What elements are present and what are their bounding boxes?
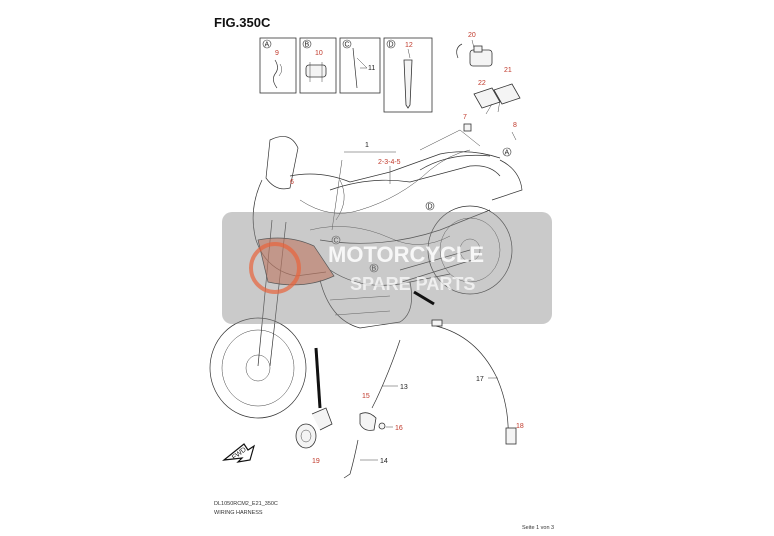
inset-a-number: 9 xyxy=(275,50,279,57)
body-markers: C B D xyxy=(331,201,435,273)
ground-wire-14: 14 xyxy=(343,439,388,479)
callout-7: 7 xyxy=(463,114,467,121)
inset-a-letter: A xyxy=(265,42,270,49)
callout-19: 19 xyxy=(312,458,320,465)
connector-group-top-right: 20 22 21 7 8 A xyxy=(456,32,521,157)
callout-17: 17 xyxy=(476,376,484,383)
inset-d-number: 12 xyxy=(405,42,413,49)
marker-b: B xyxy=(372,266,377,273)
inset-c: C 11 xyxy=(339,37,381,94)
inset-b-letter: B xyxy=(305,42,310,49)
callout-22: 22 xyxy=(478,80,486,87)
callout-6: 6 xyxy=(290,179,294,186)
inset-d: D 12 xyxy=(383,37,433,113)
watermark: MOTORCYCLE SPARE PARTS xyxy=(222,212,552,324)
inset-b: B 10 xyxy=(299,37,337,94)
callout-21: 21 xyxy=(504,67,512,74)
watermark-line2: SPARE PARTS xyxy=(350,274,475,294)
fwd-arrow-icon: FWD xyxy=(222,443,256,463)
figure-title: FIG.350C xyxy=(214,15,271,30)
callout-18: 18 xyxy=(516,423,524,430)
marker-c: C xyxy=(334,238,339,245)
harness-17: 17 18 xyxy=(431,319,524,445)
callout-15: 15 xyxy=(362,393,370,400)
inset-c-letter: C xyxy=(345,42,350,49)
marker-a: A xyxy=(505,150,510,157)
harness-13: 13 15 16 xyxy=(359,339,408,432)
horn-19: 19 xyxy=(295,347,333,465)
callout-16: 16 xyxy=(395,425,403,432)
callout-13: 13 xyxy=(400,384,408,391)
marker-d: D xyxy=(428,204,433,211)
figure-caption: WIRING HARNESS xyxy=(214,510,263,516)
inset-c-number: 11 xyxy=(368,65,375,72)
callout-14: 14 xyxy=(380,458,388,465)
page-indicator: Seite 1 von 3 xyxy=(522,525,554,531)
callout-8: 8 xyxy=(513,122,517,129)
inset-b-number: 10 xyxy=(315,50,323,57)
watermark-line1: MOTORCYCLE xyxy=(328,242,484,267)
inset-a: A 9 xyxy=(259,37,297,94)
callout-20: 20 xyxy=(468,32,476,39)
callout-1: 1 xyxy=(365,142,369,149)
figure-code: DL1050RCM2_E21_350C xyxy=(214,501,278,507)
callout-2-3-4-5: 2-3-4-5 xyxy=(378,159,401,166)
inset-d-letter: D xyxy=(389,42,394,49)
